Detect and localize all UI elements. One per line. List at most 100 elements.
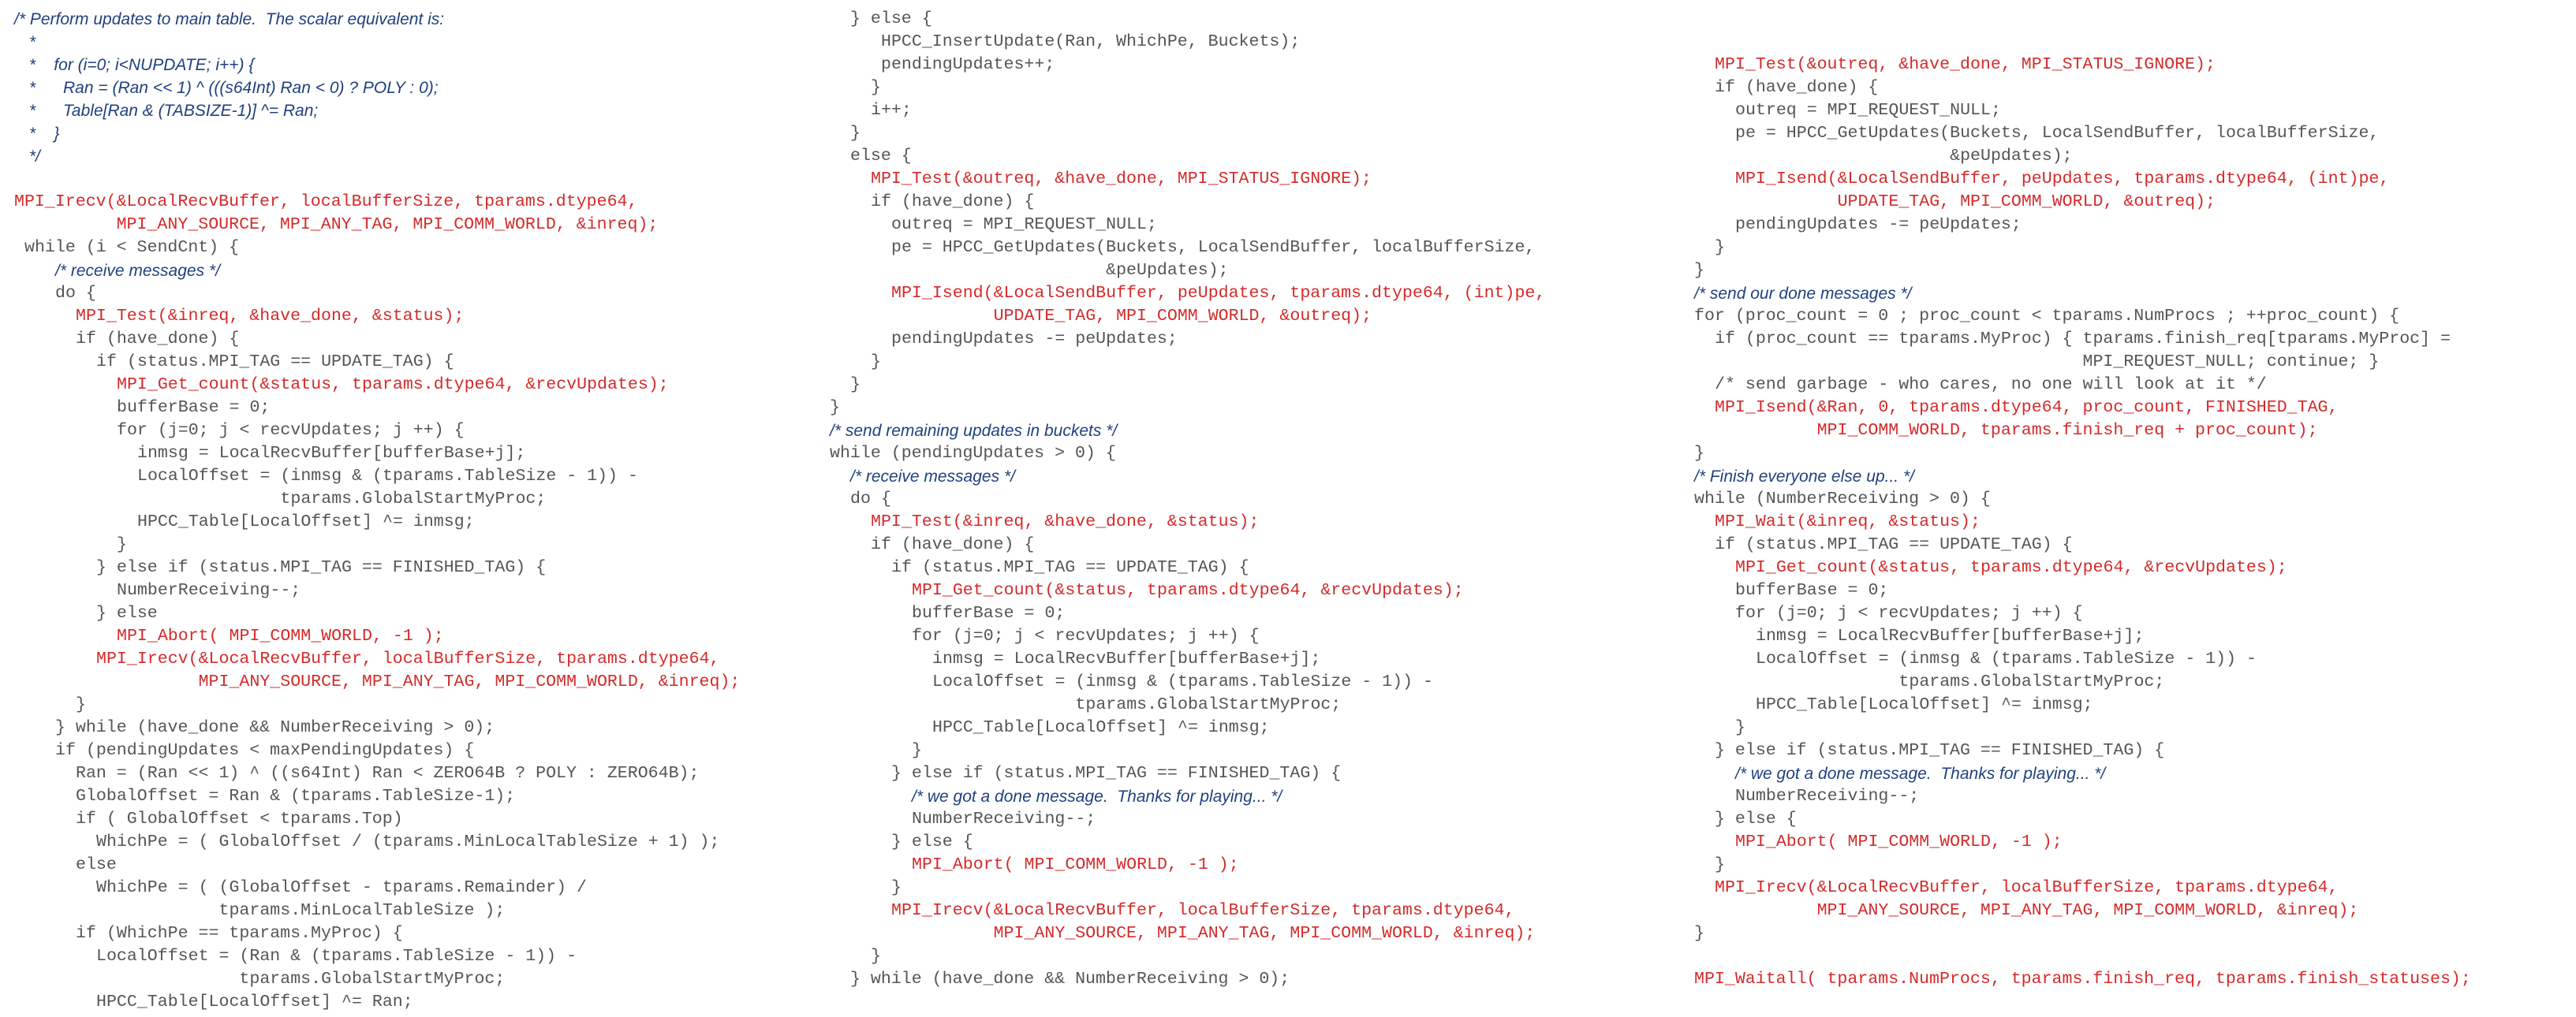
code-line: do { [850,490,891,508]
code-line: HPCC_Table[LocalOffset] ^= Ran; [96,993,413,1011]
code-line: for (j=0; j < recvUpdates; j ++) { [117,421,465,440]
code-comment-line: * [24,33,36,51]
code-line: while (i < SendCnt) { [24,238,240,257]
code-comment-line: * for (i=0; i<NUPDATE; i++) { [24,56,255,74]
code-line: else { [850,147,912,166]
code-line: } [871,352,881,371]
code-comment-line: * Ran = (Ran << 1) ^ (((s64Int) Ran < 0)… [24,79,439,97]
code-line: if (proc_count == tparams.MyProc) { tpar… [1715,330,2451,348]
code-line: if (have_done) { [871,535,1035,554]
code-line: WhichPe = ( GlobalOffset / (tparams.MinL… [96,833,720,851]
code-comment-line: /* Finish everyone else up... */ [1694,468,1914,486]
mpi-call-line: UPDATE_TAG, MPI_COMM_WORLD, &outreq); [891,307,1372,326]
mpi-call-line: MPI_Wait(&inreq, &status); [1715,512,1981,531]
code-comment-line: /* receive messages */ [850,468,1015,486]
code-line: } [912,741,922,760]
code-line: } [1715,855,1725,874]
code-line: bufferBase = 0; [117,398,271,417]
code-comment-line: */ [24,147,40,166]
code-line: } else if (status.MPI_TAG == FINISHED_TA… [96,558,547,577]
code-column-left: /* Perform updates to main table. The sc… [14,8,819,1011]
code-line: HPCC_Table[LocalOffset] ^= inmsg; [932,718,1270,737]
code-line: } [1735,718,1745,737]
code-line: else [76,855,117,874]
code-line: } [117,535,127,554]
code-line: inmsg = LocalRecvBuffer[bufferBase+j]; [137,444,526,463]
code-line: pendingUpdates -= peUpdates; [1735,215,2022,234]
mpi-call-line: MPI_ANY_SOURCE, MPI_ANY_TAG, MPI_COMM_WO… [1715,901,2359,920]
mpi-call-line: MPI_Irecv(&LocalRecvBuffer, localBufferS… [96,650,720,669]
code-line: } [1715,238,1725,257]
code-line: tparams.MinLocalTableSize ); [96,901,506,920]
code-line: if (have_done) { [76,330,240,348]
code-line: if (have_done) { [871,192,1035,211]
code-line: } while (have_done && NumberReceiving > … [55,718,495,737]
mpi-call-line: MPI_Abort( MPI_COMM_WORLD, -1 ); [912,855,1239,874]
mpi-call-line: MPI_Abort( MPI_COMM_WORLD, -1 ); [1735,833,2063,851]
code-comment-line: * Table[Ran & (TABSIZE-1)] ^= Ran; [24,102,319,120]
code-line: NumberReceiving--; [117,581,301,600]
code-line: } else { [891,833,973,851]
mpi-call-line: MPI_Test(&inreq, &have_done, &status); [76,307,465,326]
code-line: LocalOffset = (inmsg & (tparams.TableSiz… [1756,650,2257,669]
code-line: LocalOffset = (inmsg & (tparams.TableSiz… [137,467,638,486]
mpi-call-line: MPI_ANY_SOURCE, MPI_ANY_TAG, MPI_COMM_WO… [891,924,1536,943]
code-line: tparams.GlobalStartMyProc; [137,490,547,508]
mpi-call-line: MPI_Get_count(&status, tparams.dtype64, … [912,581,1464,600]
code-line: for (proc_count = 0 ; proc_count < tpara… [1694,307,2400,326]
code-line: NumberReceiving--; [912,810,1096,829]
code-line: while (NumberReceiving > 0) { [1694,490,1991,508]
code-line: } else { [1715,810,1797,829]
code-line: if (pendingUpdates < maxPendingUpdates) … [55,741,475,760]
code-line: if (have_done) { [1715,78,1879,97]
code-line: if (status.MPI_TAG == UPDATE_TAG) { [96,352,454,371]
code-line: for (j=0; j < recvUpdates; j ++) { [1735,604,2083,623]
code-line: } else { [850,9,932,28]
code-line: } [850,124,861,143]
code-line: tparams.GlobalStartMyProc; [1756,672,2165,691]
code-column-middle: } else { HPCC_InsertUpdate(Ran, WhichPe, … [830,8,1682,1009]
mpi-call-line: MPI_Get_count(&status, tparams.dtype64, … [117,375,669,394]
code-line: } else if (status.MPI_TAG == FINISHED_TA… [891,764,1342,783]
code-line: &peUpdates); [891,261,1229,280]
code-line: HPCC_Table[LocalOffset] ^= inmsg; [137,512,475,531]
code-comment-line: /* receive messages */ [55,262,220,280]
code-line: HPCC_InsertUpdate(Ran, WhichPe, Buckets)… [881,32,1301,51]
code-line: tparams.GlobalStartMyProc; [932,695,1342,714]
code-comment-line: /* we got a done message. Thanks for pla… [1735,765,2106,783]
mpi-call-line: MPI_Irecv(&LocalRecvBuffer, localBufferS… [14,192,638,211]
code-line: pe = HPCC_GetUpdates(Buckets, LocalSendB… [891,238,1536,257]
mpi-call-line: MPI_COMM_WORLD, tparams.finish_req + pro… [1715,421,2318,440]
code-line: } [850,375,861,394]
mpi-call-line: MPI_Isend(&LocalSendBuffer, peUpdates, t… [891,284,1546,303]
code-line: } [1694,261,1704,280]
code-line: } else [96,604,158,623]
code-line: bufferBase = 0; [1735,581,1889,600]
code-line: } [830,398,840,417]
code-line: if (status.MPI_TAG == UPDATE_TAG) { [891,558,1249,577]
code-column-right: MPI_Test(&outreq, &have_done, MPI_STATUS… [1694,8,2570,1009]
code-line: pe = HPCC_GetUpdates(Buckets, LocalSendB… [1735,124,2380,143]
code-comment-line: /* Perform updates to main table. The sc… [14,10,445,28]
code-line: if (status.MPI_TAG == UPDATE_TAG) { [1715,535,2073,554]
mpi-call-line: MPI_Abort( MPI_COMM_WORLD, -1 ); [117,627,444,646]
code-line: inmsg = LocalRecvBuffer[bufferBase+j]; [1756,627,2145,646]
mpi-call-line: MPI_ANY_SOURCE, MPI_ANY_TAG, MPI_COMM_WO… [14,215,659,234]
code-line: NumberReceiving--; [1735,787,1920,806]
code-comment-line: /* send our done messages */ [1694,285,1912,303]
code-line: LocalOffset = (inmsg & (tparams.TableSiz… [932,672,1433,691]
code-comment-line: /* send remaining updates in buckets */ [830,422,1118,440]
code-line: HPCC_Table[LocalOffset] ^= inmsg; [1756,695,2093,714]
code-line: MPI_REQUEST_NULL; continue; } [1715,352,2380,371]
mpi-call-line: MPI_Waitall( tparams.NumProcs, tparams.f… [1694,970,2471,989]
code-line: outreq = MPI_REQUEST_NULL; [891,215,1157,234]
code-comment-line: * } [24,125,60,143]
code-line: bufferBase = 0; [912,604,1066,623]
code-line: } [1694,444,1704,463]
mpi-call-line: MPI_Test(&inreq, &have_done, &status); [871,512,1260,531]
code-line: if (WhichPe == tparams.MyProc) { [76,924,403,943]
code-line: } [871,78,881,97]
code-line: outreq = MPI_REQUEST_NULL; [1735,101,2001,120]
code-line: i++; [871,101,912,120]
code-line: /* send garbage - who cares, no one will… [1715,375,2267,394]
